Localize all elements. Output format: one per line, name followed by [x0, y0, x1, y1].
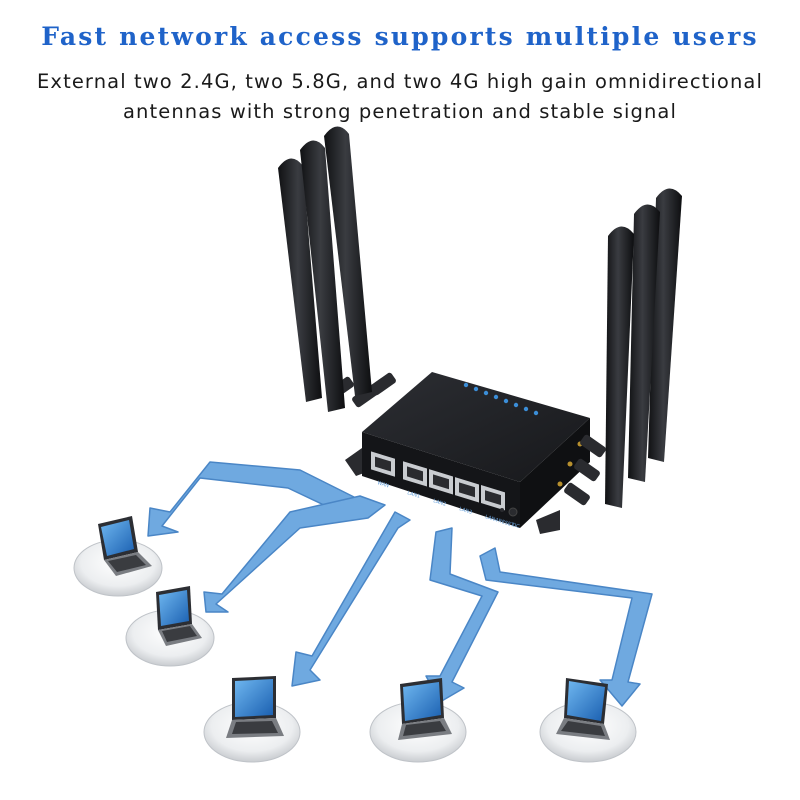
network-arrows [147, 461, 653, 707]
reset-button[interactable] [500, 508, 504, 512]
subtitle-line-1: External two 2.4G, two 5.8G, and two 4G … [37, 70, 763, 93]
port-label-lan1: LAN1 [406, 490, 420, 500]
laptop-4 [369, 678, 467, 763]
port-lan2[interactable] [429, 469, 453, 495]
port-wan[interactable] [371, 451, 395, 477]
antenna-group-right [564, 188, 682, 508]
dc-jack[interactable] [508, 507, 518, 517]
arrow-3 [291, 511, 411, 687]
subtitle-line-2: antennas with strong penetration and sta… [122, 100, 677, 123]
laptop-2 [125, 586, 215, 667]
antenna-right-2 [574, 204, 660, 482]
arrow-1 [147, 461, 361, 537]
arrow-2 [203, 495, 386, 613]
laptop-1 [73, 516, 163, 597]
antenna-right-3 [564, 226, 634, 508]
port-label-lan4: LAN4 [484, 514, 498, 524]
dc-label: DC [511, 522, 520, 530]
antenna-left-3 [324, 126, 396, 397]
status-indicators [463, 382, 539, 416]
antenna-connectors [557, 441, 583, 487]
headline: Fast network access supports multiple us… [41, 22, 759, 51]
router-side [520, 418, 590, 528]
port-label-wan: WAN [376, 480, 389, 489]
ethernet-ports [371, 451, 505, 511]
port-lan1[interactable] [403, 461, 427, 487]
router: WAN LAN1 LAN2 LAN3 LAN4 RESET DC [345, 372, 590, 534]
laptop-3 [203, 676, 301, 763]
port-lan4[interactable] [481, 485, 505, 511]
router-top [362, 372, 590, 482]
port-label-lan2: LAN2 [432, 498, 446, 508]
port-lan3[interactable] [455, 477, 479, 503]
reset-label: RESET [497, 518, 515, 529]
antenna-group-left [278, 126, 396, 412]
laptop-5 [539, 678, 637, 763]
arrow-5 [479, 547, 653, 707]
port-label-lan3: LAN3 [458, 506, 472, 516]
